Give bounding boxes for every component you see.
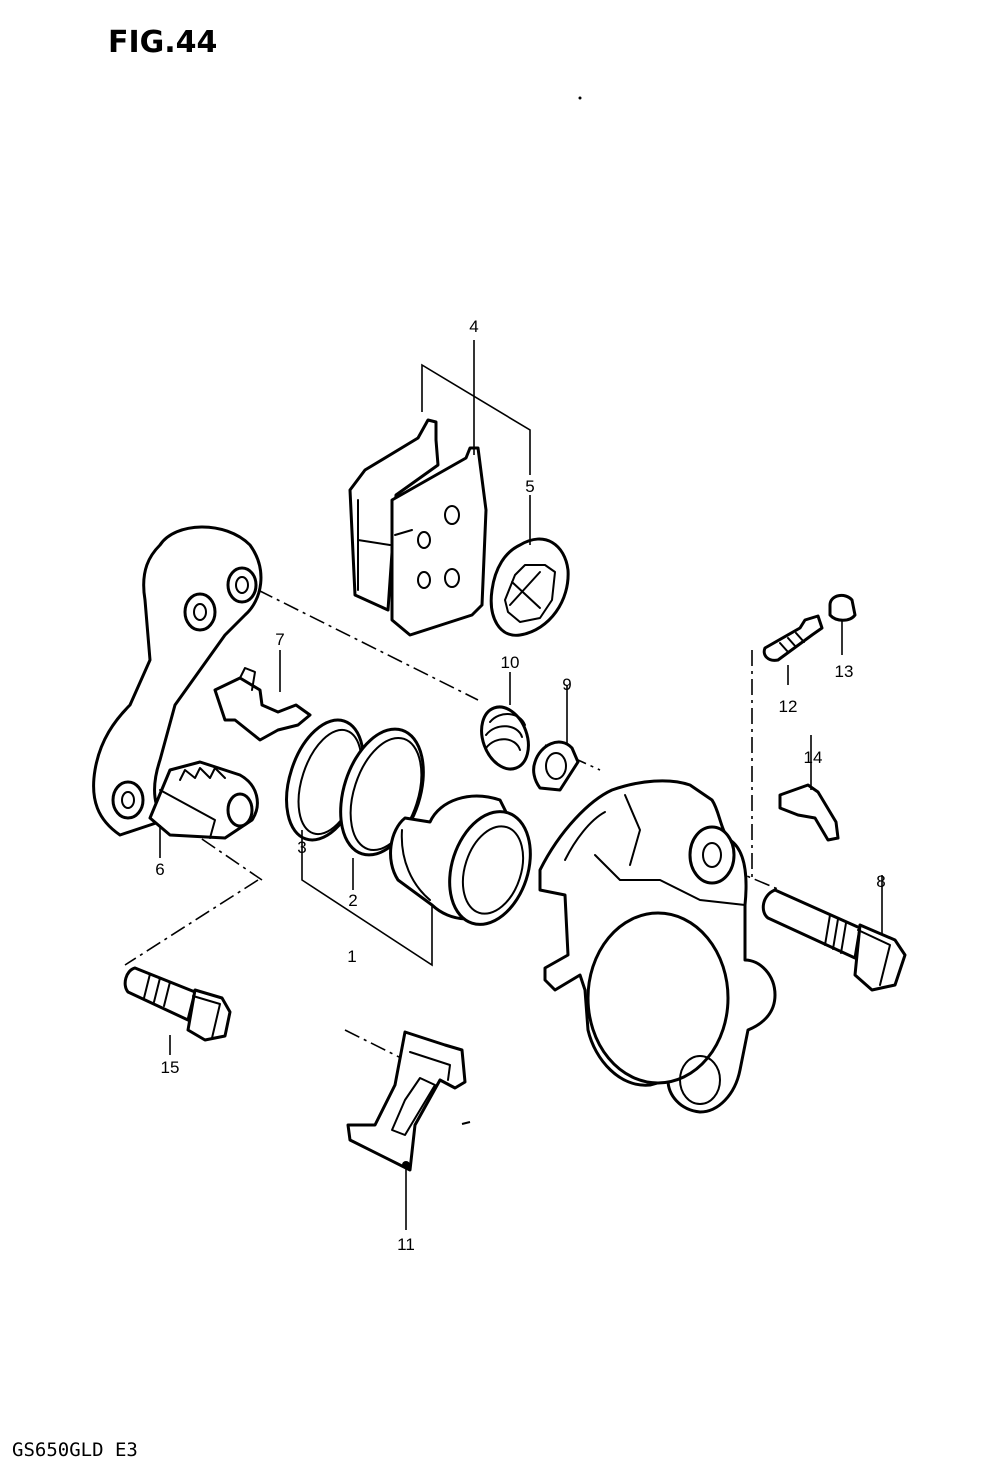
mounting-bolt [123, 966, 232, 1042]
leader-lines [159, 340, 883, 1230]
caliper-piston [389, 794, 532, 926]
callout-8: 8 [876, 872, 885, 891]
pad-shim [489, 537, 570, 637]
callout-14: 14 [804, 748, 823, 767]
callout-2: 2 [348, 891, 357, 910]
pad-spring-clip [213, 667, 312, 742]
callout-4: 4 [469, 317, 478, 336]
caliper-body [538, 779, 777, 1114]
spring-end-dot [402, 1161, 410, 1169]
pin-boot [532, 740, 580, 792]
pad-spring [346, 1030, 471, 1172]
spring-boot [480, 705, 530, 771]
callout-15: 15 [161, 1058, 180, 1077]
caliper-holder-bracket [92, 525, 263, 840]
callout-13: 13 [835, 662, 854, 681]
callout-6: 6 [155, 860, 164, 879]
figure-title: FIG.44 [108, 25, 217, 60]
bleeder-valve [762, 614, 824, 662]
model-code: GS650GLD E3 [12, 1439, 138, 1461]
callout-3: 3 [297, 838, 306, 857]
part-callouts: 4 5 7 10 9 12 13 14 3 6 8 2 1 15 11 [155, 317, 885, 1254]
callout-7: 7 [275, 630, 284, 649]
brake-pad-set [348, 418, 488, 637]
pad-retainer-clip [778, 783, 840, 842]
speck [578, 96, 582, 100]
callout-10: 10 [501, 653, 520, 672]
callout-5: 5 [525, 477, 534, 496]
callout-11: 11 [397, 1235, 415, 1254]
callout-12: 12 [779, 697, 798, 716]
bleeder-cap [828, 593, 857, 622]
callout-1: 1 [347, 947, 356, 966]
callout-9: 9 [562, 675, 571, 694]
slide-pin-bolt [761, 888, 907, 992]
